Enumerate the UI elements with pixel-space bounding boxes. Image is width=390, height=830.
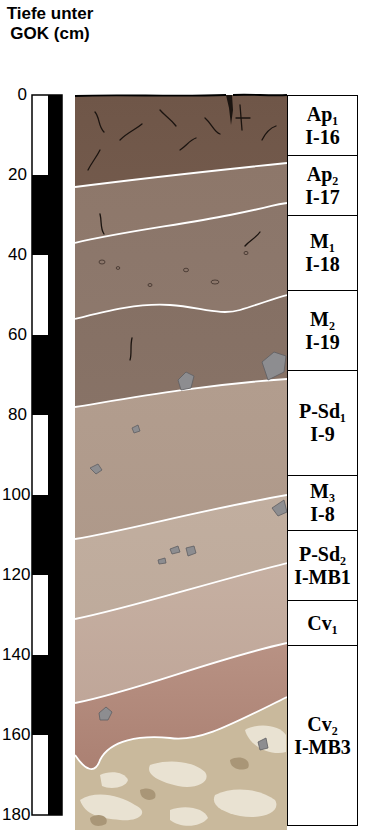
horizon-label-box: P-Sd₁I-9 — [287, 370, 358, 475]
depth-label: 160 — [2, 725, 30, 745]
horizon-label-box: Ap₂I-17 — [287, 155, 358, 215]
depth-label: 180 — [2, 805, 30, 825]
horizon-name: Cv₁ — [307, 612, 337, 635]
horizon-name: Cv₂ — [307, 713, 337, 736]
horizon-name: Ap₁ — [307, 103, 339, 126]
sample-id: I-8 — [310, 503, 334, 526]
sample-id: I-17 — [305, 186, 339, 209]
depth-label: 140 — [2, 645, 30, 665]
sample-id: I-9 — [310, 423, 334, 446]
horizon-label-box: M₁I-18 — [287, 215, 358, 290]
sample-id: I-18 — [305, 253, 339, 276]
ground-surface — [75, 95, 287, 96]
horizon-label-box: M₃I-8 — [287, 475, 358, 530]
horizon-label-box: M₂I-19 — [287, 290, 358, 370]
depth-label: 120 — [2, 565, 30, 585]
depth-label: 60 — [8, 325, 27, 345]
depth-label: 40 — [8, 245, 27, 265]
horizon-name: M₂ — [310, 308, 335, 331]
horizon-name: P-Sd₂ — [299, 543, 346, 566]
sample-id: I-MB3 — [294, 736, 351, 759]
horizon-name: Ap₂ — [307, 163, 339, 186]
horizon-name: M₁ — [310, 230, 335, 253]
sample-id: I-MB1 — [294, 566, 351, 589]
horizon-label-box: Ap₁I-16 — [287, 95, 358, 155]
horizon-label-box: P-Sd₂I-MB1 — [287, 530, 358, 600]
depth-label: 0 — [18, 85, 27, 105]
axis-title: Tiefe unter GOK (cm) — [2, 4, 98, 45]
sample-id: I-19 — [305, 331, 339, 354]
sample-id: I-16 — [305, 126, 339, 149]
depth-label: 100 — [2, 485, 30, 505]
horizon-label-box: Cv₂I-MB3 — [287, 645, 358, 826]
soil-horizons — [75, 95, 287, 830]
depth-scale-bar — [32, 95, 62, 815]
depth-label: 80 — [8, 405, 27, 425]
horizon-label-box: Cv₁ — [287, 600, 358, 645]
horizon-name: M₃ — [310, 480, 335, 503]
depth-label: 20 — [8, 165, 27, 185]
horizon-name: P-Sd₁ — [299, 400, 346, 423]
